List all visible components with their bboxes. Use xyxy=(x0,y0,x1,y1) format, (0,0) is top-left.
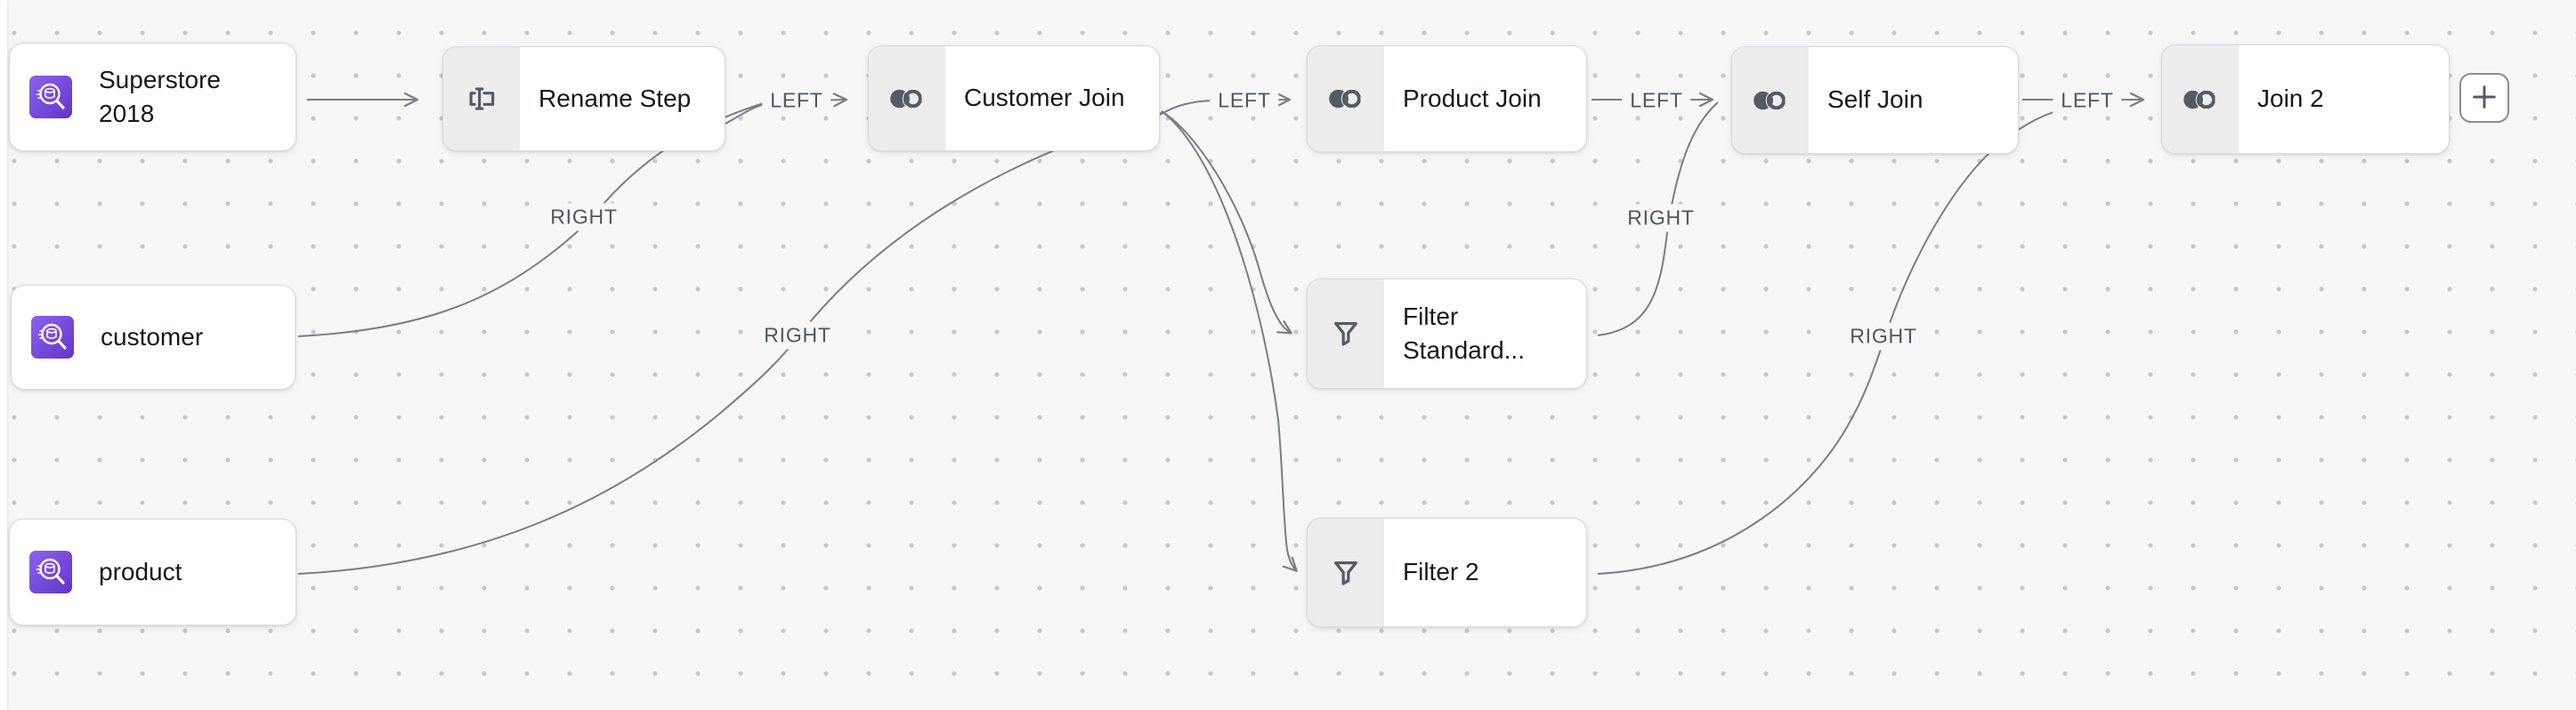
node-title: Filter Standard... xyxy=(1403,302,1525,364)
edge-label-right-product-join: RIGHT xyxy=(756,321,839,350)
join-icon xyxy=(2162,45,2239,153)
edge-label-left-join-2: LEFT xyxy=(2053,86,2122,115)
node-title: Rename Step xyxy=(539,84,692,112)
join-icon xyxy=(1732,47,1809,153)
edge-label-left-self-join: LEFT xyxy=(1622,86,1691,115)
node-product[interactable]: product xyxy=(9,519,296,625)
dataset-icon xyxy=(29,76,72,118)
edge-label-right-join-2: RIGHT xyxy=(1842,322,1925,351)
edge-customer-join-filter-2 xyxy=(1161,110,1298,572)
filter-icon xyxy=(1308,279,1384,388)
node-title: Customer Join xyxy=(964,84,1125,112)
node-title: Self Join xyxy=(1827,85,1924,114)
left-panel-edge xyxy=(0,0,7,710)
add-node-button[interactable] xyxy=(2459,73,2509,123)
node-join-2[interactable]: Join 2 xyxy=(2161,44,2450,154)
edge-product-product-join xyxy=(297,112,1162,575)
plus-icon xyxy=(2470,83,2499,114)
edge-label-right-customer-join: RIGHT xyxy=(542,203,626,231)
node-title: Product Join xyxy=(1403,84,1542,112)
node-superstore-2018[interactable]: Superstore 2018 xyxy=(9,43,296,151)
node-filter-2[interactable]: Filter 2 xyxy=(1307,518,1587,627)
edge-customer-join-filter-standard xyxy=(1161,110,1292,335)
node-self-join[interactable]: Self Join xyxy=(1731,46,2019,154)
node-title: Filter 2 xyxy=(1403,558,1479,586)
join-icon xyxy=(869,46,945,150)
node-title: Superstore 2018 xyxy=(99,65,221,127)
edge-filter-standard-self-join xyxy=(1597,101,1719,336)
rename-icon xyxy=(443,47,520,150)
dataset-icon xyxy=(31,316,74,359)
node-customer[interactable]: customer xyxy=(11,285,296,390)
node-rename-step[interactable]: Rename Step xyxy=(442,46,725,151)
dataset-icon xyxy=(29,551,72,593)
node-customer-join[interactable]: Customer Join xyxy=(868,45,1160,151)
edge-label-left-product-join: LEFT xyxy=(1210,86,1279,115)
edge-label-right-self-join: RIGHT xyxy=(1619,204,1703,232)
node-title: customer xyxy=(101,322,204,351)
node-filter-standard[interactable]: Filter Standard... xyxy=(1307,278,1587,389)
node-title: product xyxy=(99,557,182,585)
node-title: Join 2 xyxy=(2257,85,2324,113)
edge-label-left-customer-join: LEFT xyxy=(762,86,831,115)
join-icon xyxy=(1308,46,1384,151)
filter-icon xyxy=(1308,519,1384,626)
node-product-join[interactable]: Product Join xyxy=(1307,45,1587,152)
